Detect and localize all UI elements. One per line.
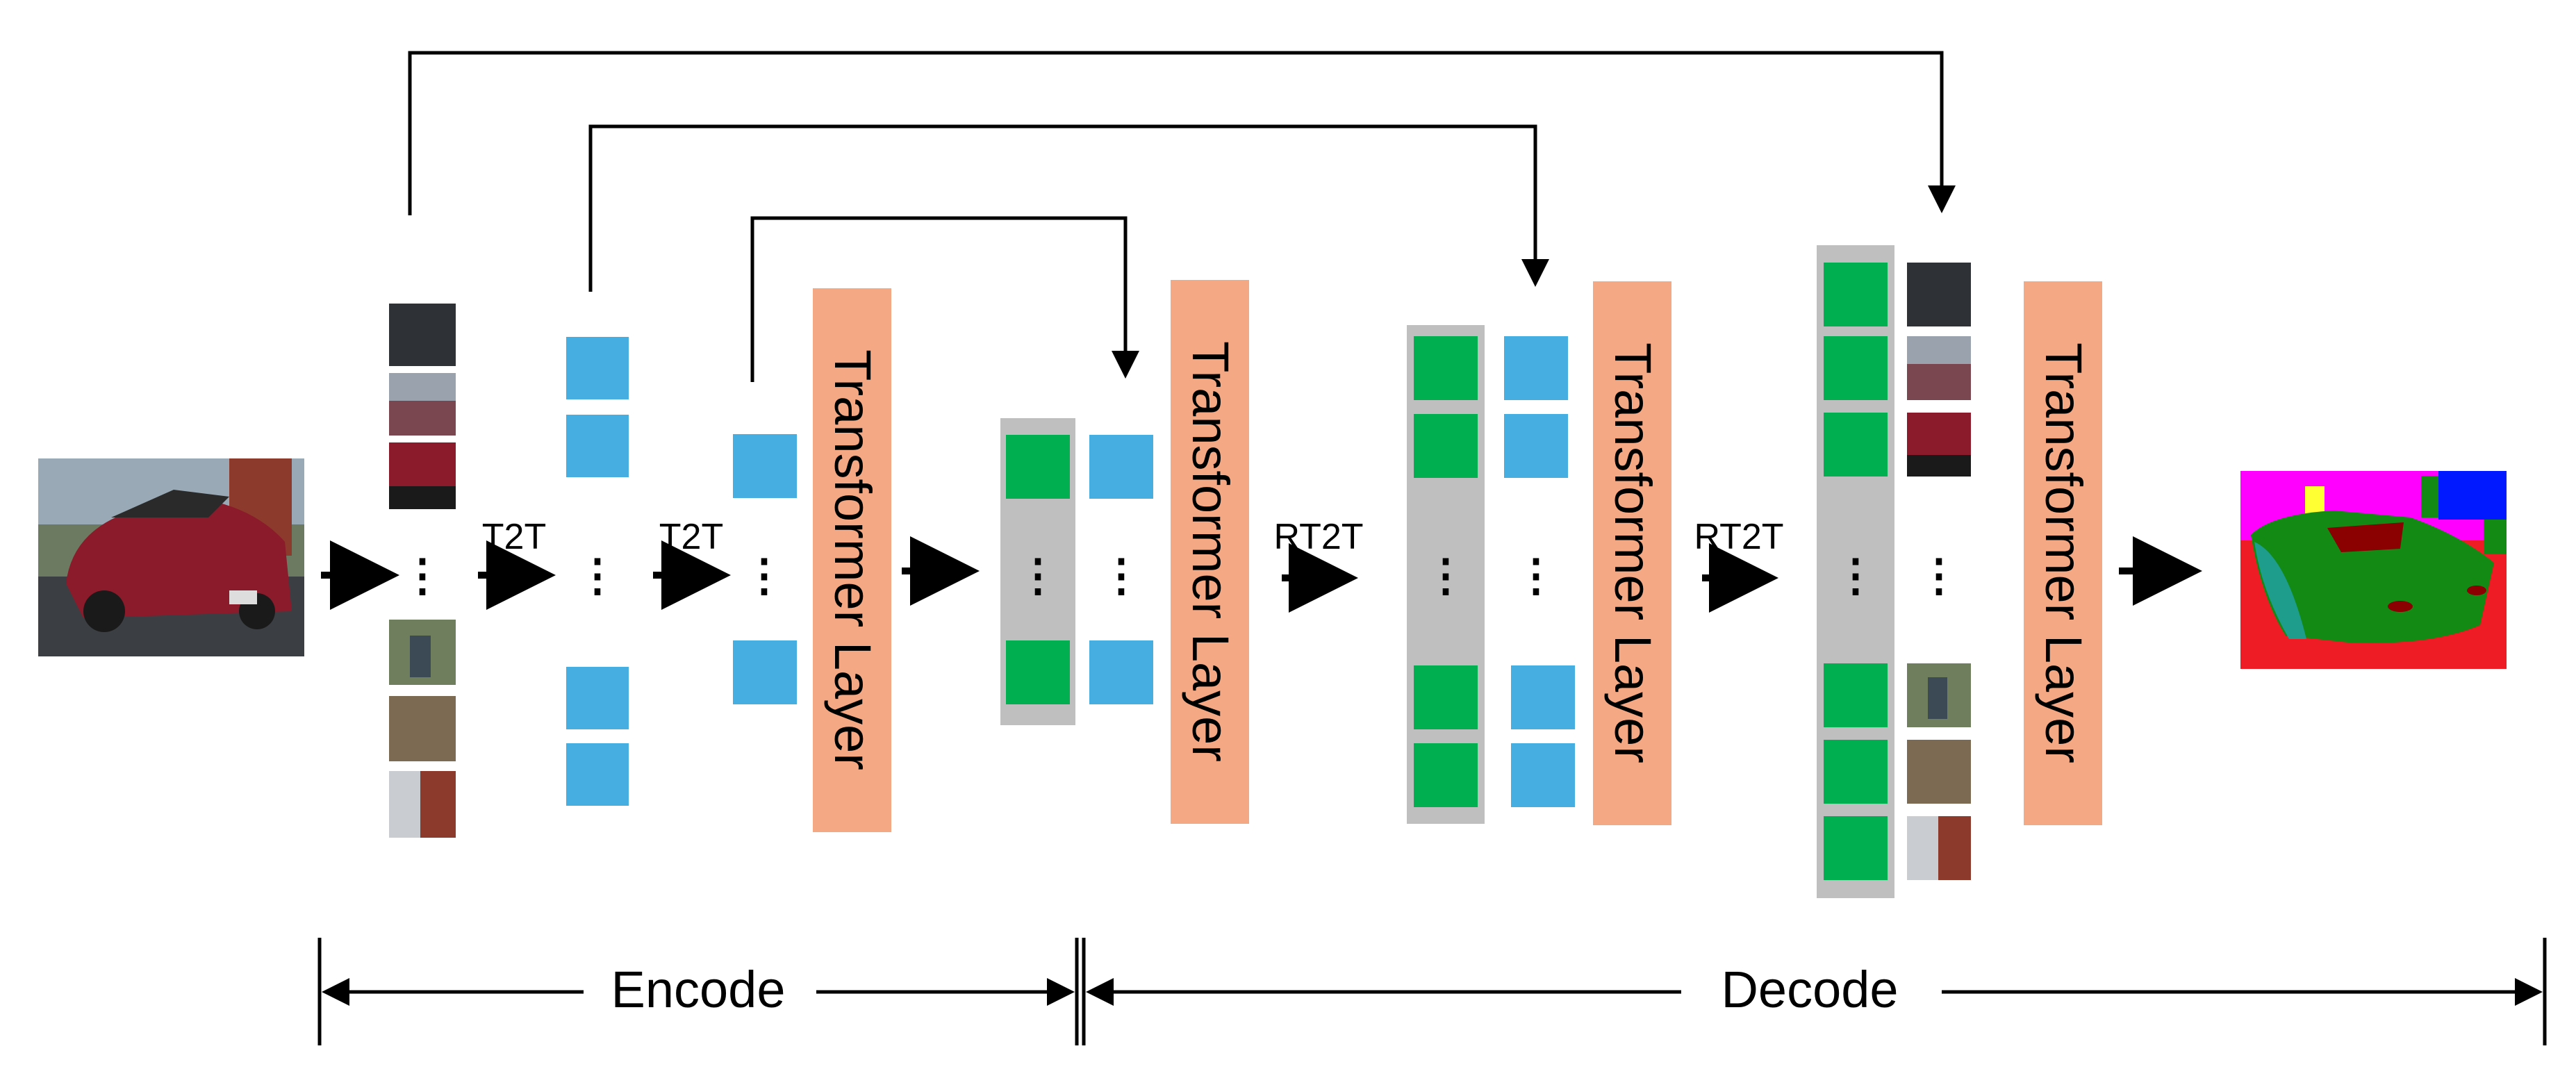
decode-label: Decode [1721, 961, 1898, 1018]
token-blue [1511, 743, 1575, 807]
ellipsis-dots: ⋮ [1016, 550, 1060, 600]
svg-text:Transformer Layer: Transformer Layer [824, 349, 882, 770]
token-group-1: ⋮ ⋮ [1000, 418, 1153, 725]
t2t-label-1: T2T [482, 517, 546, 557]
svg-text:Transformer Layer: Transformer Layer [1182, 341, 1239, 762]
patch-column-1: ⋮ [389, 304, 456, 838]
output-segmentation-map [2240, 471, 2507, 669]
transformer-layer-2: Transformer Layer [1171, 280, 1249, 824]
token-column-2: ⋮ [733, 434, 797, 704]
token-blue [1504, 336, 1568, 400]
skip-connection-outer [408, 51, 1956, 215]
token-green [1414, 743, 1478, 807]
token-green [1006, 640, 1070, 704]
token-green [1414, 665, 1478, 729]
token-green [1414, 414, 1478, 478]
t2t-label-2: T2T [659, 517, 723, 557]
token-green [1824, 816, 1888, 880]
image-patch [1907, 740, 1971, 804]
ellipsis-dots: ⋮ [742, 550, 786, 600]
token-blue [1089, 640, 1153, 704]
skip-connection-inner [750, 216, 1139, 382]
token-blue [566, 743, 629, 806]
token-blue [1089, 435, 1153, 499]
transformer-layer-3: Transformer Layer [1593, 281, 1671, 825]
token-group-3: ⋮ ⋮ [1817, 245, 1971, 898]
token-green [1006, 435, 1070, 499]
ellipsis-dots: ⋮ [575, 550, 620, 600]
ellipsis-dots: ⋮ [1917, 550, 1961, 600]
token-green [1824, 336, 1888, 400]
flow-arrows [321, 536, 2202, 613]
token-blue [1504, 414, 1568, 478]
image-patch [1907, 263, 1971, 326]
skip-connection-middle [588, 124, 1549, 292]
svg-text:Transformer Layer: Transformer Layer [2035, 342, 2092, 763]
ellipsis-dots: ⋮ [1833, 550, 1878, 600]
input-car-photo [38, 458, 304, 656]
token-green [1824, 413, 1888, 477]
rt2t-label-2: RT2T [1694, 517, 1783, 557]
span-markers [317, 938, 2547, 1045]
token-blue [566, 415, 629, 477]
ellipsis-dots: ⋮ [1099, 550, 1143, 600]
transformer-layer-1: Transformer Layer [813, 288, 891, 832]
ellipsis-dots: ⋮ [1423, 550, 1468, 600]
transformer-layer-4: Transformer Layer [2024, 281, 2102, 825]
image-patch [389, 304, 456, 366]
token-blue [1511, 665, 1575, 729]
skip-connections [408, 51, 1956, 382]
ellipsis-dots: ⋮ [1514, 550, 1558, 600]
token-green [1824, 663, 1888, 727]
token-blue [733, 640, 797, 704]
token-green [1824, 740, 1888, 804]
token-green [1414, 336, 1478, 400]
image-patch [389, 696, 456, 761]
token-green [1824, 263, 1888, 326]
token-blue [566, 667, 629, 729]
svg-text:Transformer Layer: Transformer Layer [1604, 342, 1662, 763]
rt2t-label-1: RT2T [1273, 517, 1363, 557]
token-column-1: ⋮ [566, 337, 629, 806]
token-group-2: ⋮ ⋮ [1407, 325, 1575, 824]
token-blue [566, 337, 629, 399]
ellipsis-dots: ⋮ [400, 550, 445, 600]
encode-label: Encode [611, 961, 786, 1018]
token-blue [733, 434, 797, 498]
